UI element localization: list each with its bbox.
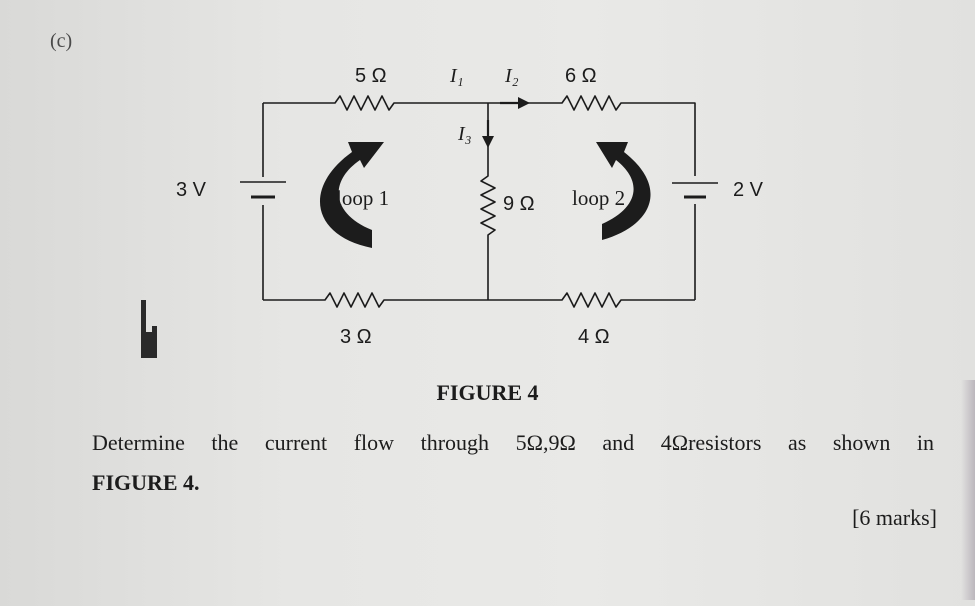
current-arrow-right-head xyxy=(518,97,530,109)
bottom-wire xyxy=(263,292,695,308)
label-r5: 5 Ω xyxy=(355,65,387,87)
page-shadow xyxy=(961,380,975,600)
loop2-arrow-icon xyxy=(596,142,651,240)
margin-mark-icon xyxy=(141,300,157,358)
question-text: Determine the current flow through 5Ω,9Ω… xyxy=(92,430,934,455)
label-loop1: loop 1 xyxy=(336,186,389,210)
top-wire-left xyxy=(263,95,488,111)
figure-reference: FIGURE 4. xyxy=(92,470,200,495)
label-loop2: loop 2 xyxy=(572,186,625,210)
circuit-diagram: 5 Ω 6 Ω 9 Ω 3 Ω 4 Ω 3 V 2 V I₁ I₂ I₃ loo… xyxy=(176,65,764,348)
marks-label: [6 marks] xyxy=(852,505,937,530)
current-arrow-down-head xyxy=(482,136,494,148)
label-current-i1: I₁ xyxy=(449,65,464,87)
label-r3: 3 Ω xyxy=(340,326,372,348)
top-wire-right xyxy=(488,95,696,176)
part-label: (c) xyxy=(50,30,73,52)
label-r4: 4 Ω xyxy=(578,326,610,348)
label-current-i2: I₂ xyxy=(504,65,519,87)
label-source-3v: 3 V xyxy=(176,179,207,201)
label-source-2v: 2 V xyxy=(733,179,764,201)
label-current-i3: I₃ xyxy=(457,123,472,145)
label-r9: 9 Ω xyxy=(503,193,535,215)
figure-caption: FIGURE 4 xyxy=(436,380,539,405)
label-r6: 6 Ω xyxy=(565,65,597,87)
loop1-arrow-icon xyxy=(319,142,384,248)
middle-wire xyxy=(480,103,496,300)
